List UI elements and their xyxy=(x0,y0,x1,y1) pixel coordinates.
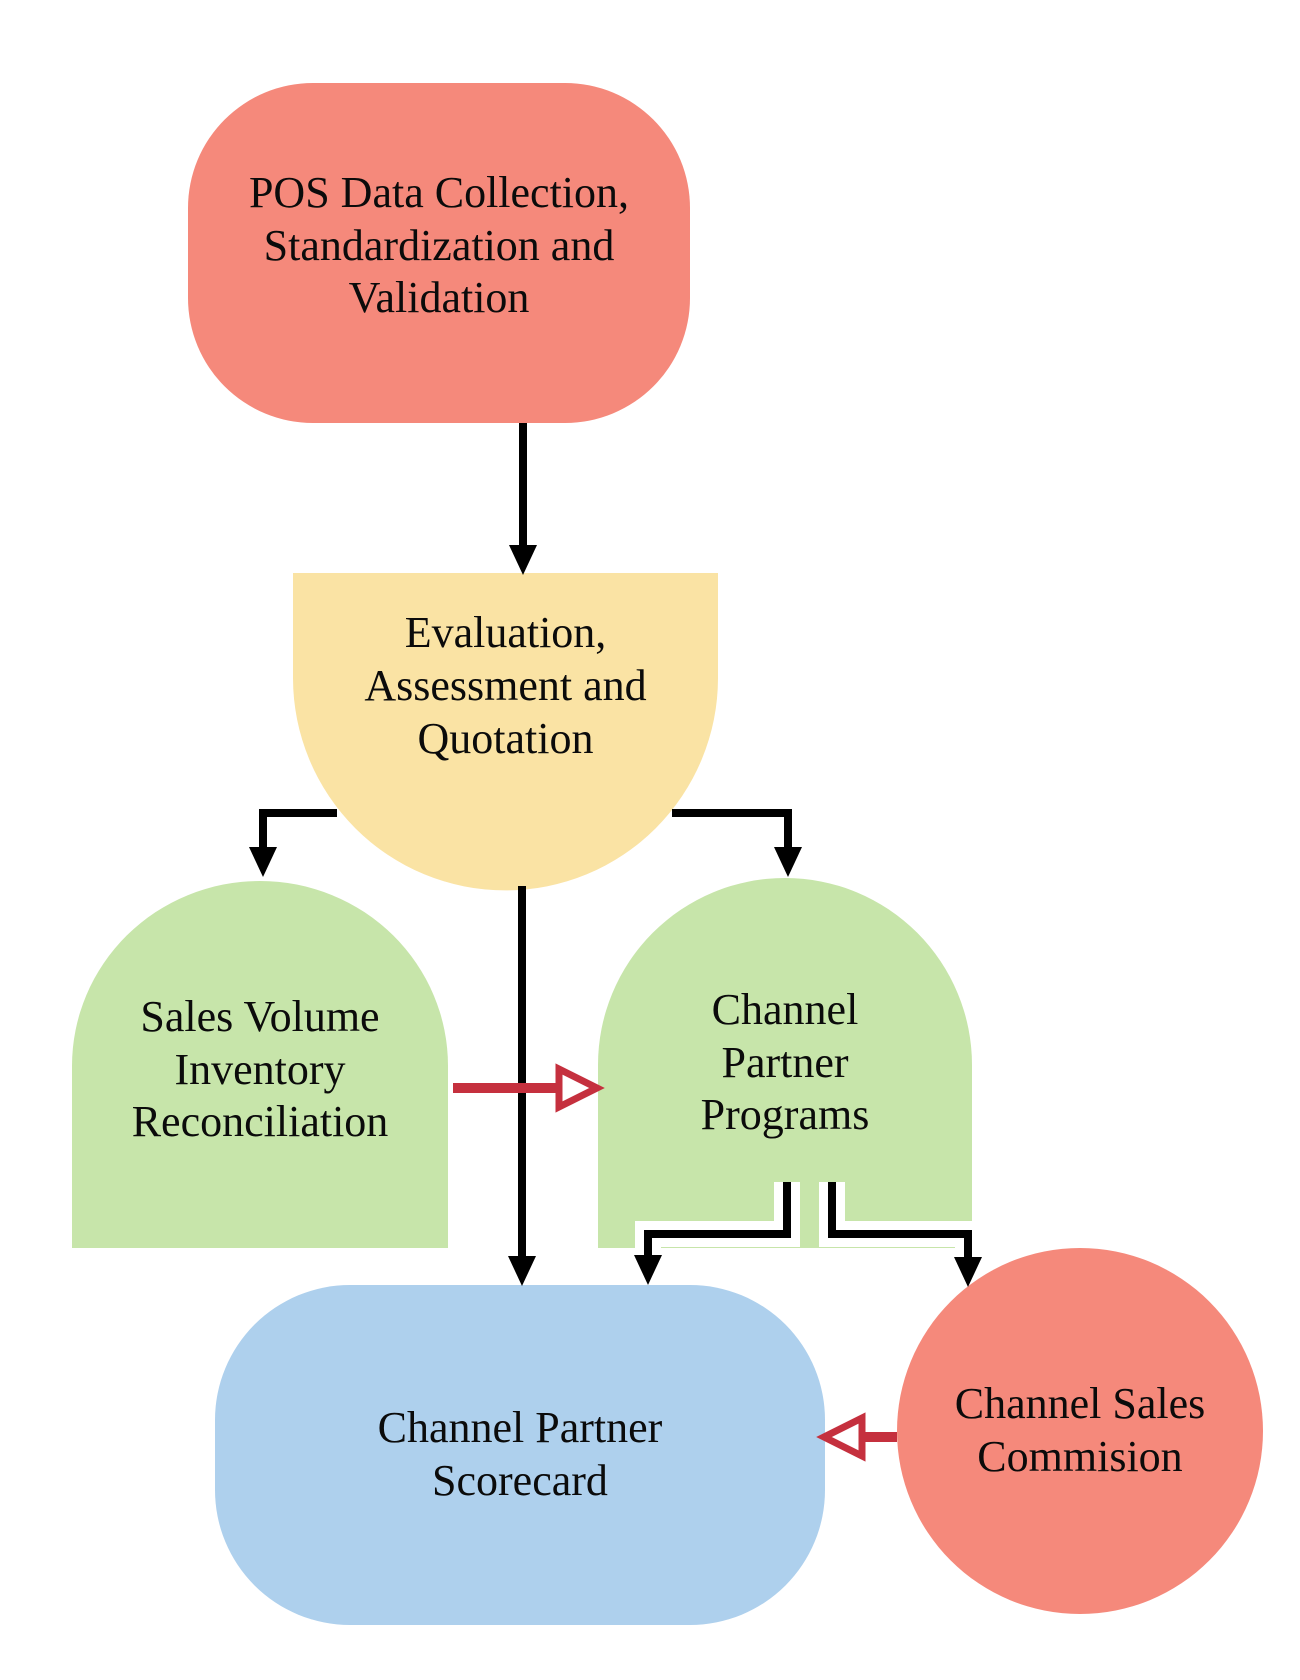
arrow-line xyxy=(259,809,337,849)
node-scorecard-shape xyxy=(215,1285,825,1625)
arrow-line xyxy=(672,809,792,849)
arrow-head xyxy=(634,1255,662,1285)
arrow-head xyxy=(508,1256,536,1286)
arrow-line xyxy=(828,1182,972,1257)
arrow-head xyxy=(555,1063,605,1113)
arrow-head xyxy=(954,1257,982,1287)
arrow-evaluation-to-partner-programs xyxy=(672,809,802,877)
arrow-partner-programs-to-commission xyxy=(819,1182,982,1287)
node-sales-volume-shape xyxy=(72,881,448,1248)
node-commission-shape xyxy=(897,1248,1263,1614)
arrow-head xyxy=(816,1412,866,1462)
arrow-head xyxy=(509,545,537,575)
arrow-partner-programs-to-scorecard xyxy=(634,1182,800,1285)
arrow-head xyxy=(249,847,277,877)
node-evaluation-shape xyxy=(293,573,718,891)
arrow-line xyxy=(644,1182,791,1255)
arrow-head xyxy=(774,847,802,877)
node-partner-programs-shape xyxy=(598,878,972,1248)
arrow-evaluation-to-scorecard xyxy=(508,886,536,1286)
arrow-evaluation-to-sales-volume xyxy=(249,809,337,877)
arrow-pos-to-evaluation xyxy=(509,423,537,575)
node-pos-shape xyxy=(188,83,690,423)
arrow-commission-to-scorecard xyxy=(816,1412,897,1462)
arrow-sales-volume-to-partner-programs xyxy=(453,1063,605,1113)
